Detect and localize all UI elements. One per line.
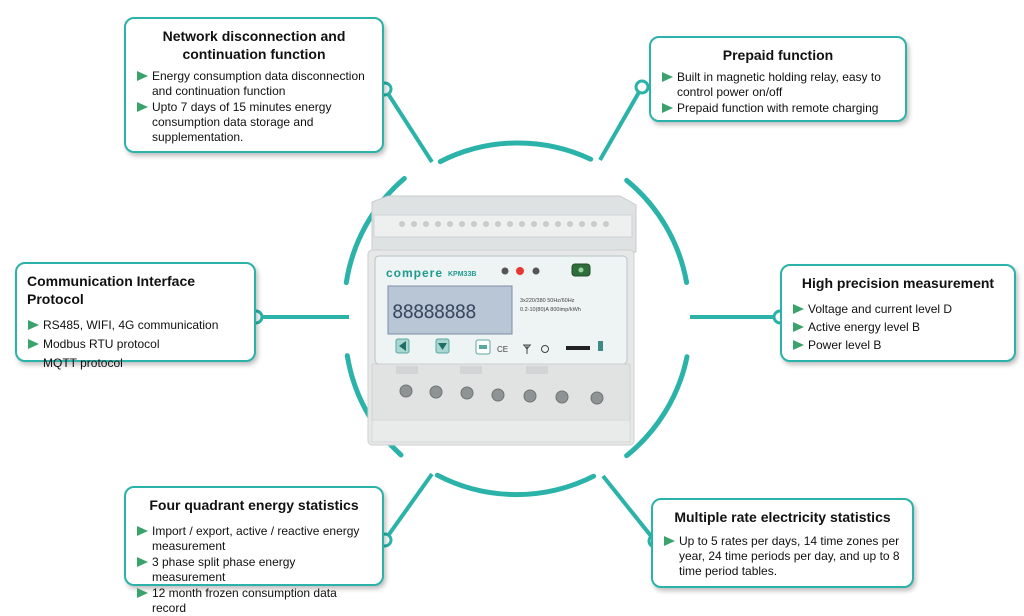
terminal-screw-row-top xyxy=(399,221,609,227)
network-function-box: Network disconnection and continuation f… xyxy=(124,17,384,153)
list-item: MQTT protocol xyxy=(43,356,123,370)
terminal-screw-row-bottom xyxy=(399,384,604,405)
four-quadrant-box: Four quadrant energy statistics Import /… xyxy=(124,486,384,615)
list-item: 12 month frozen consumption data record xyxy=(136,586,372,616)
bullet-arrow-icon xyxy=(662,103,673,113)
list-item: RS485, WIFI, 4G communication xyxy=(27,318,244,333)
prepaid-function-box: Prepaid function Built in magnetic holdi… xyxy=(649,36,907,122)
bullet-arrow-icon xyxy=(793,322,804,332)
bullet-arrow-icon xyxy=(137,526,148,536)
list-item: Prepaid function with remote charging xyxy=(661,101,895,116)
connector-quadrant xyxy=(383,472,434,542)
spec-line-2: 0.2-10(80)A 800imp/kWh xyxy=(520,307,581,313)
list-item: Modbus RTU protocol xyxy=(27,337,244,352)
port-indicator xyxy=(598,341,603,351)
list-item: Active energy level B xyxy=(792,320,1004,335)
list-item: 3 phase split phase energy measurement xyxy=(136,555,372,585)
list-item: Power level B xyxy=(792,338,1004,353)
network-function-title: Network disconnection and continuation f… xyxy=(162,28,346,62)
list-item: Energy consumption data disconnection an… xyxy=(136,69,372,99)
bullet-arrow-icon xyxy=(793,340,804,350)
alarm-led xyxy=(516,267,524,275)
lcd-display xyxy=(387,285,513,335)
card-slot xyxy=(566,346,590,350)
list-item: Built in magnetic holding relay, easy to… xyxy=(661,70,895,100)
spec-line-1: 3x220/380 50Hz/60Hz xyxy=(520,298,575,304)
comm-led xyxy=(532,267,540,275)
bullet-arrow-icon xyxy=(137,71,148,81)
connector-network xyxy=(383,87,434,164)
energy-meter: compere KPM33B 88888888 3x220/380 50Hz/6… xyxy=(367,195,637,446)
set-key-icon xyxy=(479,345,487,349)
down-arrow-key-icon xyxy=(438,343,447,350)
multiple-rate-title: Multiple rate electricity statistics xyxy=(674,509,891,525)
lcd-digits: 88888888 xyxy=(392,301,476,323)
prepaid-function-title: Prepaid function xyxy=(722,47,834,63)
bullet-arrow-icon xyxy=(664,536,675,546)
list-item: Import / export, active / reactive energ… xyxy=(136,524,372,554)
bullet-arrow-icon xyxy=(28,339,39,349)
connector-multirate xyxy=(601,474,657,543)
bullet-arrow-icon xyxy=(137,588,148,598)
run-led xyxy=(501,267,509,275)
bullet-arrow-icon xyxy=(28,320,39,330)
bullet-arrow-icon xyxy=(793,304,804,314)
bullet-arrow-icon xyxy=(662,72,673,82)
communication-protocol-box: Communication Interface Protocol RS485, … xyxy=(15,262,256,370)
brand-logo: compere xyxy=(386,266,443,280)
list-item: Up to 5 rates per days, 14 time zones pe… xyxy=(663,534,902,579)
antenna-icon xyxy=(523,344,531,354)
bullet-arrow-icon xyxy=(137,557,148,567)
list-item: Voltage and current level D xyxy=(792,302,1004,317)
communication-protocol-title: Communication Interface Protocol xyxy=(27,273,196,307)
ce-mark: CE xyxy=(497,345,508,354)
four-quadrant-title: Four quadrant energy statistics xyxy=(149,497,359,513)
connector-prepaid xyxy=(598,86,644,161)
recycle-mark xyxy=(541,345,549,353)
multiple-rate-box: Multiple rate electricity statistics Up … xyxy=(651,498,914,588)
precision-measurement-box: High precision measurement Voltage and c… xyxy=(780,264,1016,362)
central-ring xyxy=(343,140,690,498)
left-arrow-key-icon xyxy=(399,341,406,351)
model-label: KPM33B xyxy=(448,271,476,278)
precision-measurement-title: High precision measurement xyxy=(801,275,995,291)
bullet-arrow-icon xyxy=(137,102,148,112)
list-item: Upto 7 days of 15 minutes energy consump… xyxy=(136,100,372,145)
